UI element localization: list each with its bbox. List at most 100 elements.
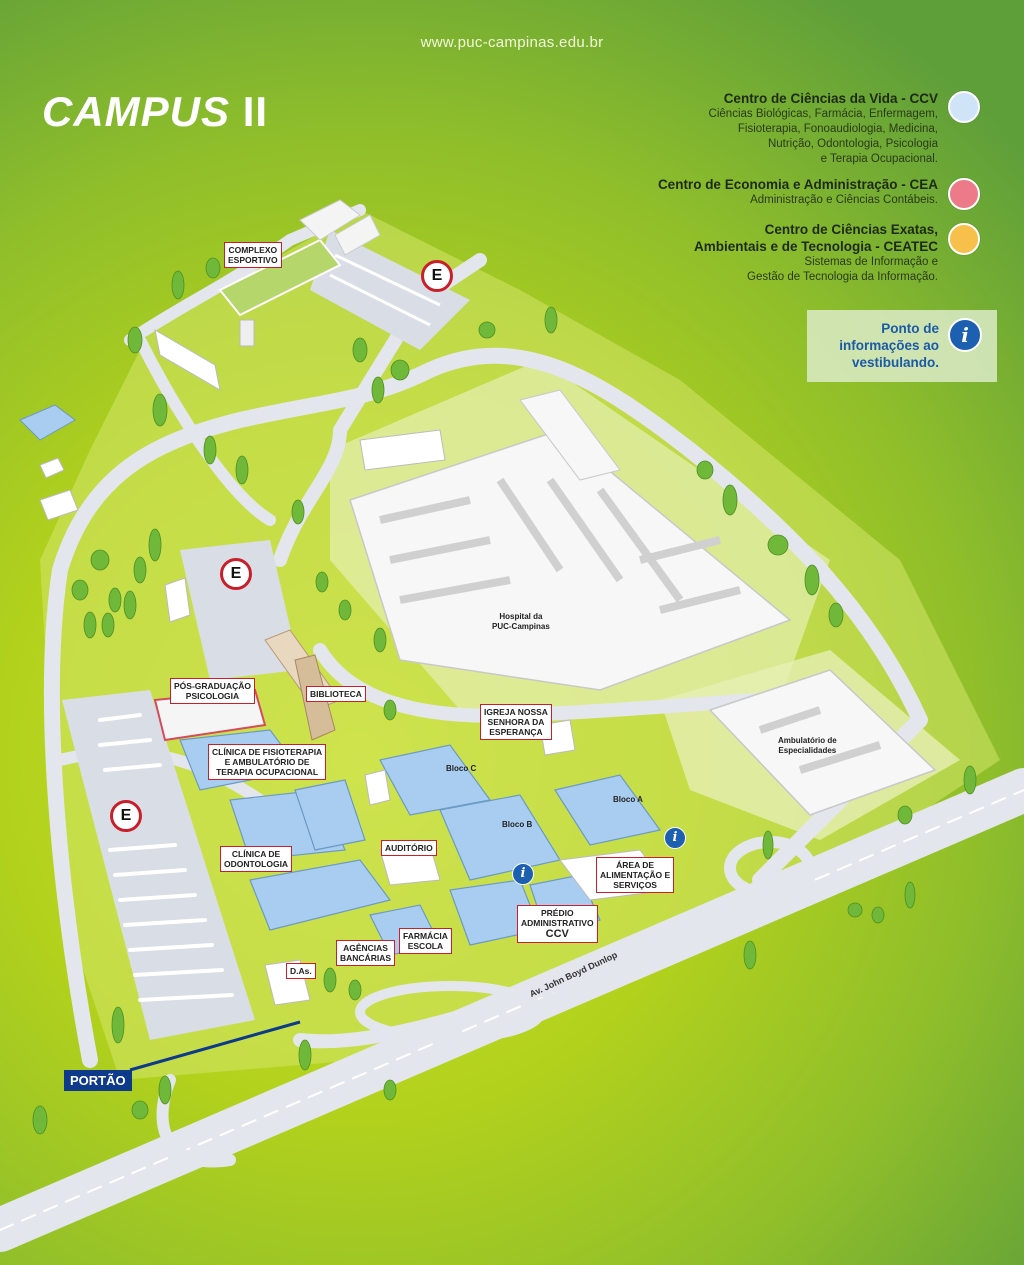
label-line: FARMÁCIA <box>403 931 448 941</box>
label-line: Ambulatório de <box>778 736 837 745</box>
parking-west <box>62 690 255 1040</box>
label-line: PSICOLOGIA <box>185 691 240 701</box>
trees <box>32 257 977 1135</box>
north-road <box>273 253 487 567</box>
ambulatorio-building <box>708 669 937 816</box>
avenue-centerline <box>0 789 1024 1231</box>
legend-ccv-line: Nutrição, Odontologia, Psicologia <box>767 138 938 150</box>
legend-ccv-line: e Terapia Ocupacional. <box>820 153 938 165</box>
water-tower <box>239 319 255 347</box>
label-bloco-c[interactable]: Bloco C <box>446 764 477 773</box>
label-agencias-bancarias[interactable]: AGÊNCIAS BANCÁRIAS <box>336 940 395 966</box>
legend-ceatec-heading: Centro de Ciências Exatas, <box>764 222 938 237</box>
label-line: PRÉDIO <box>540 908 574 918</box>
building <box>154 329 221 391</box>
parking-north <box>310 230 470 350</box>
label-line: Especialidades <box>778 746 837 755</box>
label-das[interactable]: D.As. <box>286 963 316 979</box>
legend-cea-heading: Centro de Economia e Administração - CEA <box>657 177 938 192</box>
front-road <box>293 893 767 1049</box>
info-point-text: vestibulando. <box>851 355 939 370</box>
parking-stripes <box>98 713 234 1002</box>
info-point-text: Ponto de <box>881 321 939 336</box>
label-portao[interactable]: PORTÃO <box>64 1070 132 1091</box>
label-line: ODONTOLOGIA <box>224 859 289 869</box>
sports-complex <box>218 199 381 347</box>
info-icon[interactable]: i <box>512 863 534 885</box>
sports-building <box>299 199 361 241</box>
label-farmacia-escola[interactable]: FARMÁCIA ESCOLA <box>399 928 452 954</box>
building <box>39 489 79 521</box>
label-predio-administrativo[interactable]: PRÉDIO ADMINISTRATIVO CCV <box>517 905 598 943</box>
legend-ceatec: Centro de Ciências Exatas, Ambientais e … <box>694 221 938 285</box>
label-clinica-fisioterapia[interactable]: CLÍNICA DE FISIOTERAPIA E AMBULATÓRIO DE… <box>208 744 327 780</box>
label-line: PUC-Campinas <box>492 622 550 631</box>
info-icon[interactable]: i <box>664 827 686 849</box>
legend-ceatec-swatch <box>948 223 980 255</box>
info-icon: i <box>948 318 982 352</box>
parking-sign: E <box>110 800 142 832</box>
label-line: AGÊNCIAS <box>343 943 388 953</box>
legend-ceatec-line: Gestão de Tecnologia da Informação. <box>747 271 938 283</box>
sports-building <box>334 214 381 256</box>
label-area-alimentacao[interactable]: ÁREA DE ALIMENTAÇÃO E SERVIÇOS <box>596 857 675 893</box>
label-line: Hospital da <box>499 612 543 621</box>
label-line: ADMINISTRATIVO <box>521 918 594 928</box>
label-ambulatorio[interactable]: Ambulatório de Especialidades <box>778 736 837 756</box>
label-complexo-esportivo[interactable]: COMPLEXO ESPORTIVO <box>224 242 282 268</box>
sports-field <box>218 238 342 317</box>
label-line: TERAPIA OCUPACIONAL <box>216 767 319 777</box>
label-igreja[interactable]: IGREJA NOSSA SENHORA DA ESPERANÇA <box>480 704 552 740</box>
parking-sign: E <box>421 260 453 292</box>
legend-cea-line: Administração e Ciências Contábeis. <box>750 194 938 206</box>
legend-ccv: Centro de Ciências da Vida - CCV Ciência… <box>709 90 938 167</box>
west-road <box>134 334 276 526</box>
central-block <box>249 859 392 931</box>
label-line: COMPLEXO <box>228 245 278 255</box>
hospital-building <box>349 389 792 691</box>
info-point-legend: Ponto de informações ao vestibulando. i <box>807 310 997 382</box>
label-pos-graduacao[interactable]: PÓS-GRADUAÇÃO PSICOLOGIA <box>170 678 255 704</box>
ring-road <box>43 347 928 1068</box>
label-line: ESPORTIVO <box>228 255 278 265</box>
label-bloco-b[interactable]: Bloco B <box>502 820 533 829</box>
legend-ccv-heading: Centro de Ciências da Vida - CCV <box>723 91 938 106</box>
label-line: CLÍNICA DE FISIOTERAPIA <box>212 747 323 757</box>
label-line: CCV <box>545 928 569 940</box>
label-line: BANCÁRIAS <box>340 953 391 963</box>
label-line: ALIMENTAÇÃO E <box>600 870 671 880</box>
info-point-text: informações ao <box>839 338 939 353</box>
website-url[interactable]: www.puc-campinas.edu.br <box>420 34 604 51</box>
label-line: E AMBULATÓRIO DE <box>224 757 310 767</box>
label-hospital[interactable]: Hospital da PUC-Campinas <box>492 612 550 632</box>
building <box>164 577 191 623</box>
building <box>39 457 65 479</box>
legend-ccv-line: Fisioterapia, Fonoaudiologia, Medicina, <box>737 123 938 135</box>
gate-line <box>129 1020 301 1072</box>
label-line: SERVIÇOS <box>613 880 657 890</box>
label-line: ESCOLA <box>407 941 444 951</box>
label-clinica-odontologia[interactable]: CLÍNICA DE ODONTOLOGIA <box>220 846 293 872</box>
legend-ceatec-heading: Ambientais e de Tecnologia - CEATEC <box>693 239 938 254</box>
building <box>19 404 76 441</box>
page-title: CAMPUS II <box>42 88 268 136</box>
parking-sign: E <box>220 558 252 590</box>
legend-ccv-swatch <box>948 91 980 123</box>
label-biblioteca[interactable]: BIBLIOTECA <box>306 686 366 702</box>
label-line: CLÍNICA DE <box>231 849 281 859</box>
west-buildings <box>19 329 221 623</box>
legend-ccv-line: Ciências Biológicas, Farmácia, Enfermage… <box>708 108 938 120</box>
label-bloco-a[interactable]: Bloco A <box>613 795 643 804</box>
parking-north-stripes <box>329 253 441 327</box>
label-line: ÁREA DE <box>616 860 655 870</box>
label-line: IGREJA NOSSA <box>484 707 548 717</box>
bloco-a <box>554 774 662 846</box>
label-line: ESPERANÇA <box>489 727 543 737</box>
front-roundabout <box>355 981 545 1043</box>
label-line: PÓS-GRADUAÇÃO <box>174 681 251 691</box>
legend-cea: Centro de Economia e Administração - CEA… <box>658 176 938 208</box>
label-auditorio[interactable]: AUDITÓRIO <box>381 840 437 856</box>
odonto-annex <box>294 779 366 851</box>
title-main: CAMPUS <box>42 88 231 135</box>
